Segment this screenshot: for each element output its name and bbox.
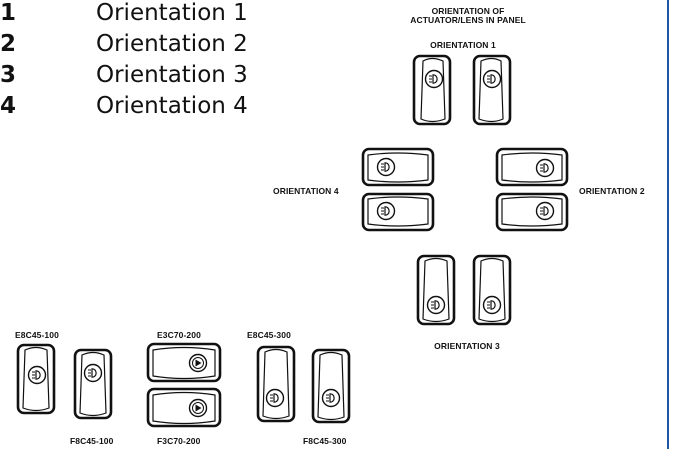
part-label-e8c45-300: E8C45-300 bbox=[247, 330, 291, 340]
legend-label: Orientation 1 bbox=[96, 0, 248, 26]
orientation-1-switch-right bbox=[472, 54, 512, 126]
orientation-3-label: ORIENTATION 3 bbox=[434, 341, 500, 351]
orientation-4-switch-bottom bbox=[361, 192, 435, 232]
legend-label: Orientation 4 bbox=[96, 93, 248, 119]
legend-number: 4 bbox=[0, 93, 17, 119]
orientation-4-label: ORIENTATION 4 bbox=[273, 186, 339, 196]
legend-number: 2 bbox=[0, 31, 17, 57]
orientation-2-switch-bottom bbox=[495, 192, 569, 232]
legend-label: Orientation 3 bbox=[96, 62, 248, 88]
part-label-e8c45-100: E8C45-100 bbox=[15, 330, 59, 340]
legend-number: 1 bbox=[0, 0, 17, 26]
orientation-2-label: ORIENTATION 2 bbox=[579, 186, 645, 196]
part-label-f3c70-200: F3C70-200 bbox=[157, 436, 201, 446]
legend-number: 3 bbox=[0, 62, 17, 88]
orientation-2-switch-top bbox=[495, 147, 569, 187]
orientation-3-switch-right bbox=[472, 254, 512, 326]
orientation-1-switch-left bbox=[412, 54, 452, 126]
part-e8c45-300-switch bbox=[256, 345, 296, 423]
diagram-heading-line1: ORIENTATION OF bbox=[431, 6, 505, 16]
part-label-f8c45-300: F8C45-300 bbox=[303, 436, 347, 446]
orientation-3-switch-left bbox=[416, 254, 456, 326]
part-e8c45-100-switch bbox=[16, 343, 56, 415]
legend-label: Orientation 2 bbox=[96, 31, 248, 57]
part-f8c45-300-switch bbox=[311, 348, 351, 424]
orientation-1-label: ORIENTATION 1 bbox=[430, 40, 496, 50]
part-label-f8c45-100: F8C45-100 bbox=[70, 436, 114, 446]
orientation-4-switch-top bbox=[361, 147, 435, 187]
part-label-e3c70-200: E3C70-200 bbox=[157, 330, 201, 340]
diagram-heading-line2: ACTUATOR/LENS IN PANEL bbox=[410, 15, 526, 25]
part-f8c45-100-switch bbox=[73, 348, 113, 420]
right-border-rule bbox=[667, 0, 669, 449]
part-e3c70-200-switch bbox=[146, 342, 222, 383]
part-f3c70-200-switch bbox=[146, 387, 222, 428]
